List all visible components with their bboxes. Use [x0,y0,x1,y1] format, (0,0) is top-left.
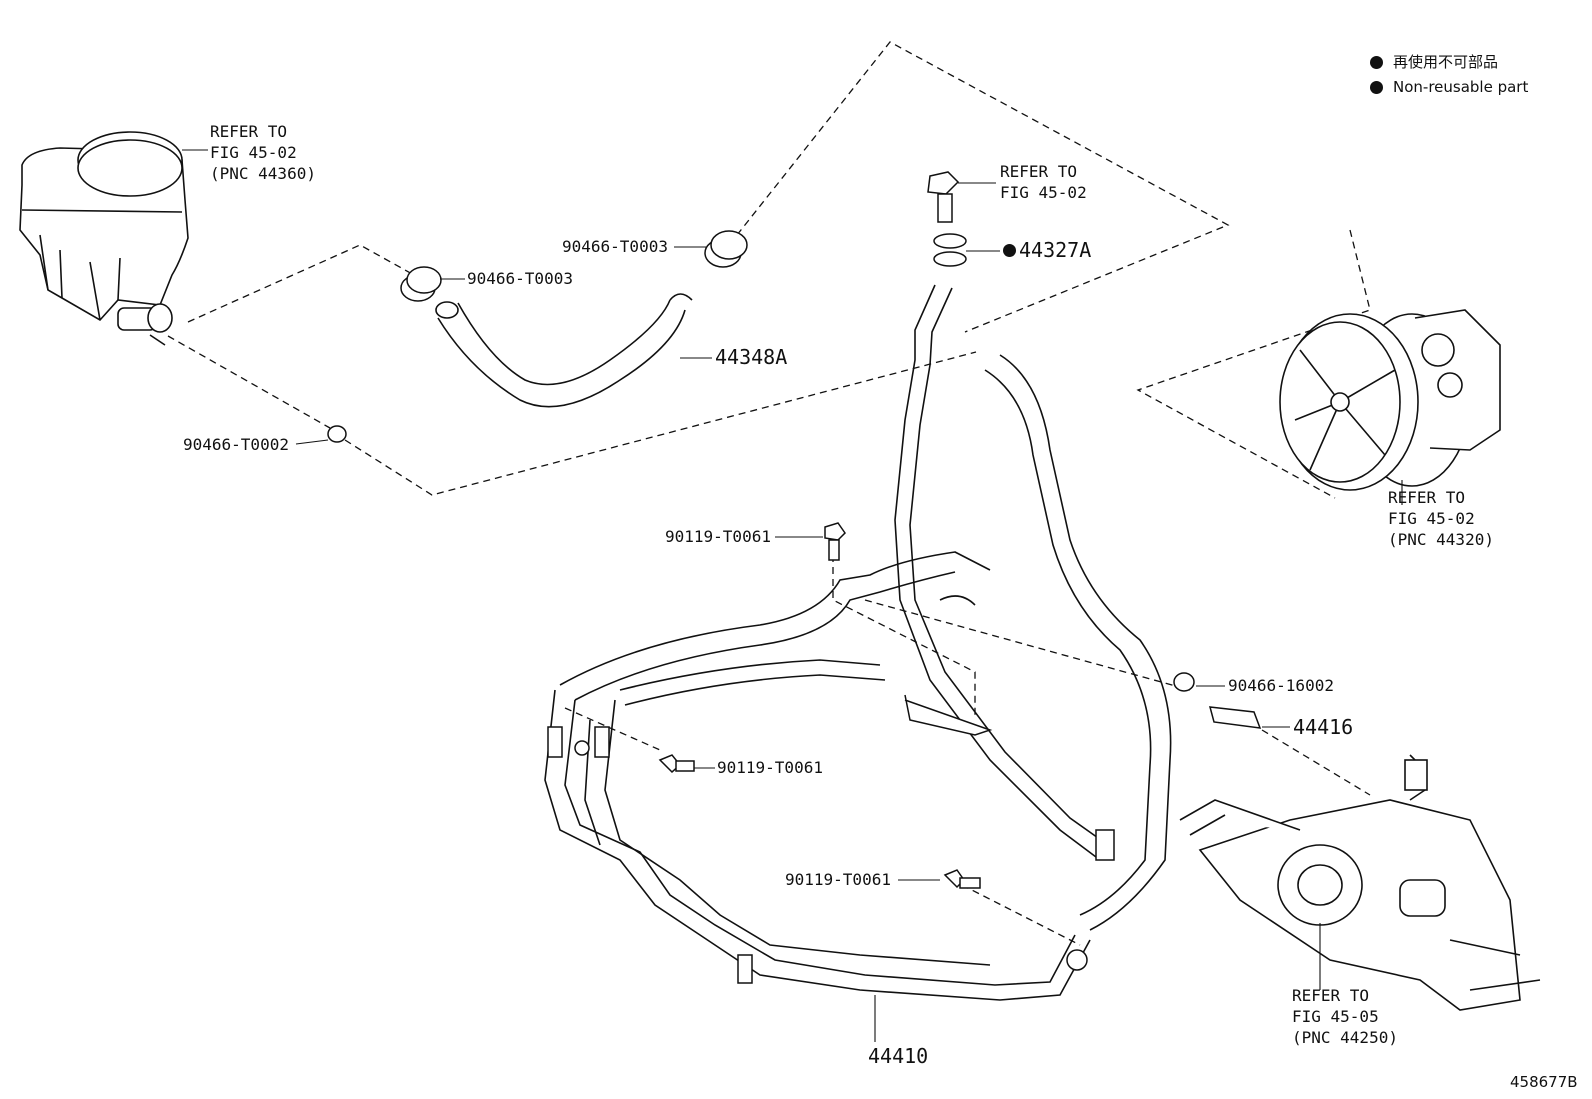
reservoir-tank [19,131,189,346]
legend-row-ja: 再使用不可部品 [1370,50,1528,75]
part-label-clamp-lower: 90466-T0002 [183,435,289,454]
reference-gear: REFER TO FIG 45-05 (PNC 44250) [1292,985,1398,1048]
ref-line: FIG 45-02 [1000,183,1087,202]
part-label-bolt-3: 90119-T0061 [785,870,891,889]
part-label-gasket: 44327A [1003,240,1091,260]
hose-clamps [327,230,1195,692]
figure-id: 458677B [1510,1073,1578,1091]
legend-text-ja: 再使用不可部品 [1393,53,1499,71]
brackets-and-bolts [547,522,1262,984]
part-label-clamp-right: 90466-16002 [1228,676,1334,695]
part-label-bolt-1: 90119-T0061 [665,527,771,546]
part-label-tube-assembly: 44410 [868,1044,929,1068]
part-label-clamp-upper: 90466-T0003 [562,237,668,256]
part-label-return-hose: 44348A [715,345,788,369]
top-bolt-and-gasket [927,171,967,267]
part-label-bolt-2: 90119-T0061 [717,758,823,777]
filled-circle-icon [1370,81,1383,94]
part-label-union: 44416 [1293,715,1354,739]
reference-pump: REFER TO FIG 45-02 (PNC 44320) [1388,487,1494,550]
steering-gear [1179,754,1541,1011]
ref-line: (PNC 44360) [210,164,316,183]
gasket-number: 44327A [1019,238,1092,262]
leader-lines [182,149,1403,1042]
ref-line: FIG 45-02 [1388,509,1475,528]
return-hose [435,293,693,408]
ref-line: (PNC 44250) [1292,1028,1398,1047]
ref-line: REFER TO [1292,986,1370,1005]
ref-line: FIG 45-02 [210,143,297,162]
part-label-clamp-mid: 90466-T0003 [467,269,573,288]
ref-line: FIG 45-05 [1292,1007,1379,1026]
dashed-guide-lines [167,41,1371,946]
non-reusable-icon [1003,243,1016,257]
ref-line: (PNC 44320) [1388,530,1494,549]
legend-row-en: Non-reusable part [1370,75,1528,100]
ref-line: REFER TO [1388,488,1466,507]
reference-reservoir: REFER TO FIG 45-02 (PNC 44360) [210,121,316,184]
ref-line: REFER TO [1000,162,1078,181]
filled-circle-icon [1370,56,1383,69]
ref-line: REFER TO [210,122,288,141]
legend-text-en: Non-reusable part [1393,78,1529,96]
reference-bolt-top: REFER TO FIG 45-02 [1000,161,1087,203]
pressure-tube-assembly [544,284,1172,1001]
power-steering-pump [1279,309,1501,491]
legend: 再使用不可部品 Non-reusable part [1370,50,1528,100]
